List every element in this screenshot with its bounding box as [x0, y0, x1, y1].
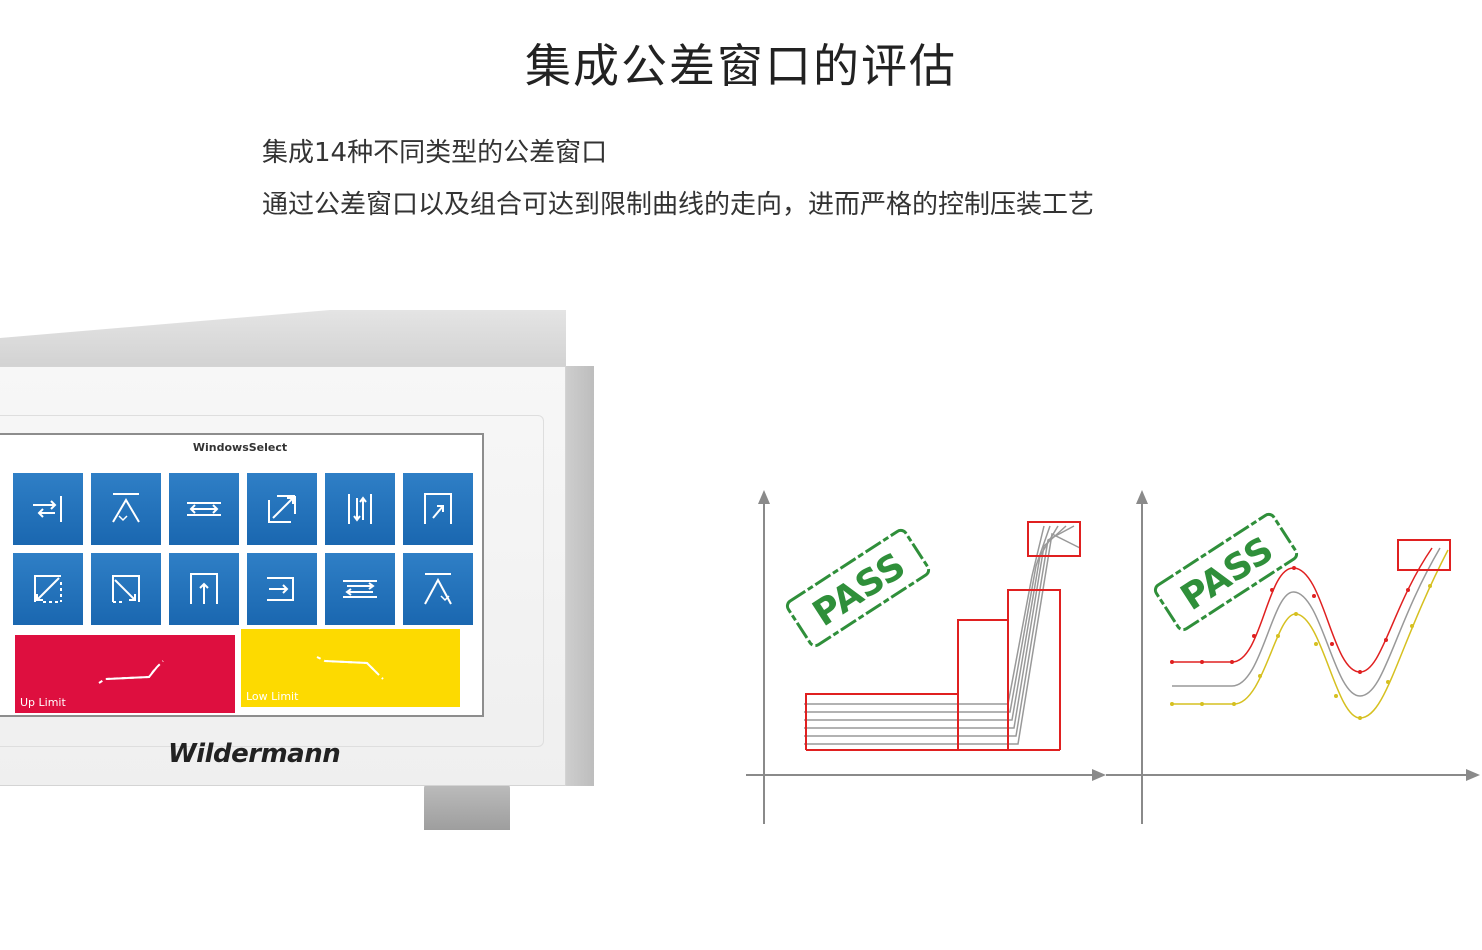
window-tile-3[interactable] [169, 473, 239, 545]
low-limit-curve-icon [316, 656, 384, 680]
top-entry-window-icon [424, 493, 452, 524]
device-side-panel [564, 366, 594, 786]
screen-bezel [0, 415, 544, 747]
up-limit-curve-icon [98, 660, 164, 684]
window-tile-11[interactable] [325, 553, 395, 625]
upper-limit-curve [1172, 547, 1433, 673]
window-tile-9[interactable] [169, 553, 239, 625]
lower-limit-curve [1172, 549, 1449, 719]
page-title: 集成公差窗口的评估 [525, 39, 957, 93]
right-entry-window-icon [267, 577, 294, 601]
device-front-panel: WindowsSelect [0, 366, 566, 786]
x-axis-arrow-icon [1092, 769, 1106, 781]
measurement-curves [804, 525, 1081, 745]
end-window [1397, 539, 1451, 571]
pass-stamp: PASS [1153, 512, 1299, 632]
description: 集成14种不同类型的公差窗口 通过公差窗口以及组合可达到限制曲线的走向，进而严格… [262, 136, 1094, 240]
upper-curve-points [1170, 566, 1410, 674]
pass-stamp-text: PASS [1174, 529, 1281, 618]
controller-device: WindowsSelect [0, 300, 600, 840]
corner-window-icon [112, 575, 140, 603]
low-limit-label: Low Limit [246, 690, 299, 703]
window-tile-12[interactable] [403, 553, 473, 625]
brand-logo: Wildermann [168, 739, 341, 769]
window-tile-7[interactable] [13, 553, 83, 625]
description-line-2: 通过公差窗口以及组合可达到限制曲线的走向，进而严格的控制压装工艺 [262, 190, 1095, 220]
window-tile-10[interactable] [247, 553, 317, 625]
low-limit-button[interactable]: Low Limit [241, 629, 460, 707]
lower-curve-points [1170, 584, 1432, 720]
window-dashed-edges [957, 555, 1080, 750]
y-axis-arrow-icon [1136, 490, 1148, 504]
up-limit-button[interactable]: Up Limit [15, 635, 235, 713]
pass-stamp: PASS [785, 528, 931, 648]
diagonal-exit-icon [34, 575, 62, 603]
up-limit-label: Up Limit [20, 696, 66, 709]
window-tile-5[interactable] [325, 473, 395, 545]
x-axis-arrow-icon [1466, 769, 1480, 781]
vertical-pass-icon [348, 494, 372, 524]
window-tile-1[interactable] [13, 473, 83, 545]
horizontal-pass-icon [33, 496, 62, 522]
bidirectional-band-icon [187, 502, 221, 516]
screen-title: WindowsSelect [192, 441, 288, 454]
touch-screen: WindowsSelect [0, 433, 484, 717]
peak-window-diagram: PASS [1106, 490, 1480, 824]
window-tile-4[interactable] [247, 473, 317, 545]
device-top-panel [0, 310, 566, 368]
pass-stamp-text: PASS [806, 545, 913, 634]
up-arrow-window-icon [190, 573, 218, 604]
window-tile-8[interactable] [91, 553, 161, 625]
device-foot [424, 784, 510, 830]
description-line-1: 集成14种不同类型的公差窗口 [262, 138, 608, 168]
window-tile-2[interactable] [91, 473, 161, 545]
window-tile-6[interactable] [403, 473, 473, 545]
peak-window-icon [112, 493, 140, 523]
measurement-curve [1172, 547, 1441, 697]
step-window-diagram: PASS [746, 490, 1106, 824]
peak-window-2-icon [424, 573, 452, 605]
y-axis-arrow-icon [758, 490, 770, 504]
diagonal-entry-icon [268, 495, 296, 523]
double-band-icon [343, 580, 377, 598]
